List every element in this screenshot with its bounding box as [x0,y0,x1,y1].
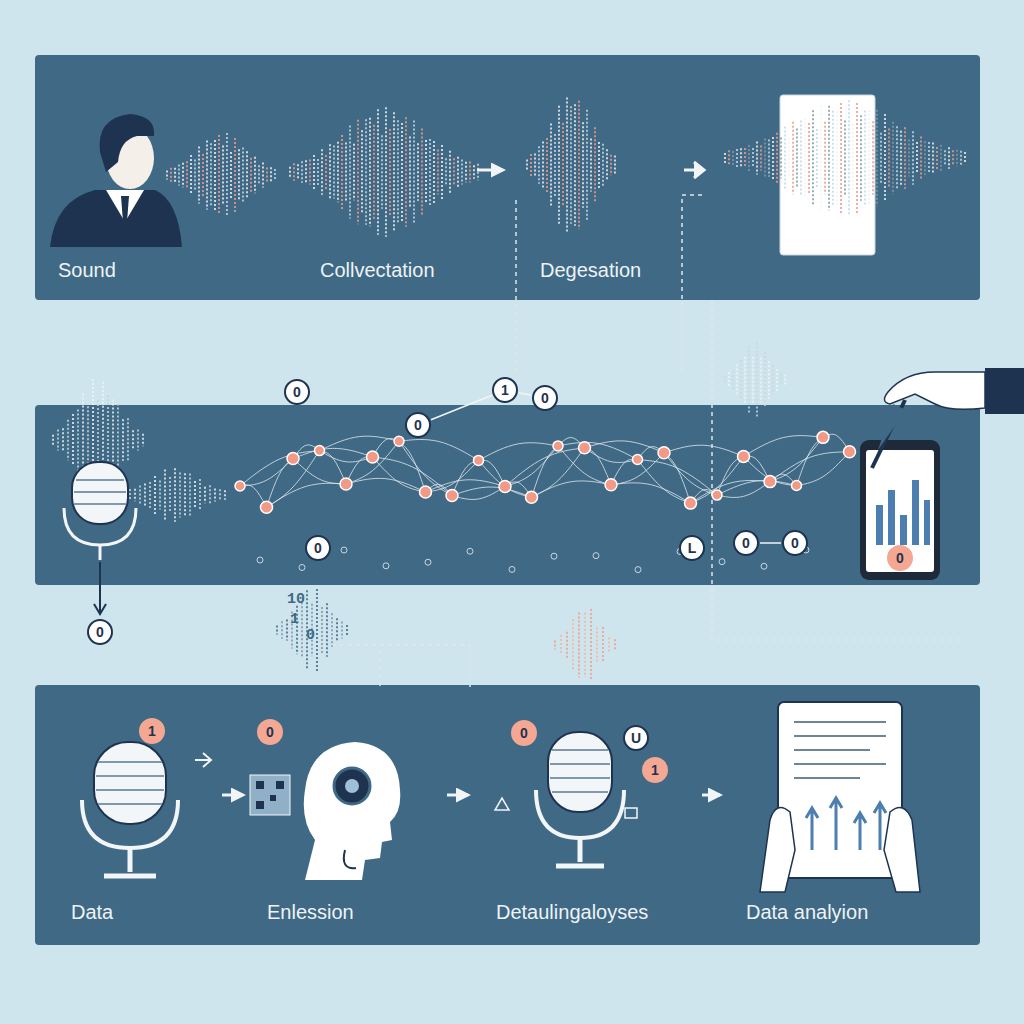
microphone-icon [82,742,178,876]
binary-digits: 1 [290,612,299,627]
stage-text: Data [71,901,113,924]
number-text: 0 [96,625,104,639]
waveform [277,589,347,671]
stage-text: Enlession [267,901,354,924]
circled-number: L [679,535,705,561]
circled-number: 1 [642,757,668,783]
binary-digits: 10 [287,592,305,607]
number-text: 0 [266,725,274,739]
link-line [760,542,781,544]
circled-number: 0 [733,530,759,556]
dashed-guides [300,195,960,690]
flow-arrow [195,753,211,767]
middle-panel [35,405,980,585]
code-square [250,775,290,815]
head-icon [304,742,401,880]
circled-number: 1 [492,377,518,403]
number-text: 1 [501,383,509,397]
number-text: 0 [742,536,750,550]
stage-label: Data [45,700,220,932]
circled-number: 0 [532,385,558,411]
flow-arrow [684,162,704,178]
number-text: L [688,541,697,555]
number-text: U [631,731,641,745]
waveform [555,609,615,681]
circled-number: 0 [887,545,913,571]
flow-arrow [477,169,503,172]
stage-label: Degesation [505,80,677,292]
microphone-icon [495,732,637,866]
number-text: 0 [791,536,799,550]
number-text: 1 [651,763,659,777]
circled-number: 1 [139,718,165,744]
microphone-icon [64,462,136,614]
number-text: 0 [541,391,549,405]
circled-number: 0 [87,619,113,645]
circled-number: 0 [405,412,431,438]
waveform [167,133,275,217]
waveform [290,107,478,237]
document [780,95,875,255]
phone-icon [860,440,940,580]
link-line [519,393,532,396]
flow-arrow [222,794,243,797]
circled-number: U [623,725,649,751]
waveform [725,342,785,417]
stage-text: Degesation [540,259,641,282]
person-icon [50,114,182,247]
stage-label: Enlession [245,700,445,932]
number-text: 0 [414,418,422,432]
stage-text: Collvectation [320,259,435,282]
bottom-panel [35,685,980,945]
number-text: 0 [293,385,301,399]
circled-number: 0 [782,530,808,556]
waveform [725,100,965,216]
number-text: 0 [314,541,322,555]
waveform [125,468,225,522]
stage-label: Detaulingaloyses [470,700,700,932]
waveform [527,97,615,232]
top-panel [35,55,980,300]
stage-text: Detaulingaloyses [496,901,648,924]
tablet-icon [760,702,920,892]
link-line [431,395,492,420]
stage-text: Data analyion [746,901,868,924]
binary-digits: 0 [306,628,315,643]
number-text: 0 [520,726,528,740]
circled-number: 0 [305,535,331,561]
flow-arrow [702,794,720,797]
circled-number: 0 [257,719,283,745]
flow-arrow [447,794,468,797]
stage-text: Sound [58,259,116,282]
hand-icon [872,368,1024,468]
number-text: 1 [148,724,156,738]
network [235,431,856,572]
stage-label: Sound [50,80,275,292]
number-text: 0 [896,551,904,565]
stage-label: Data analyion [722,700,962,932]
circled-number: 0 [284,379,310,405]
stage-label: Collvectation [285,80,475,292]
circled-number: 0 [511,720,537,746]
